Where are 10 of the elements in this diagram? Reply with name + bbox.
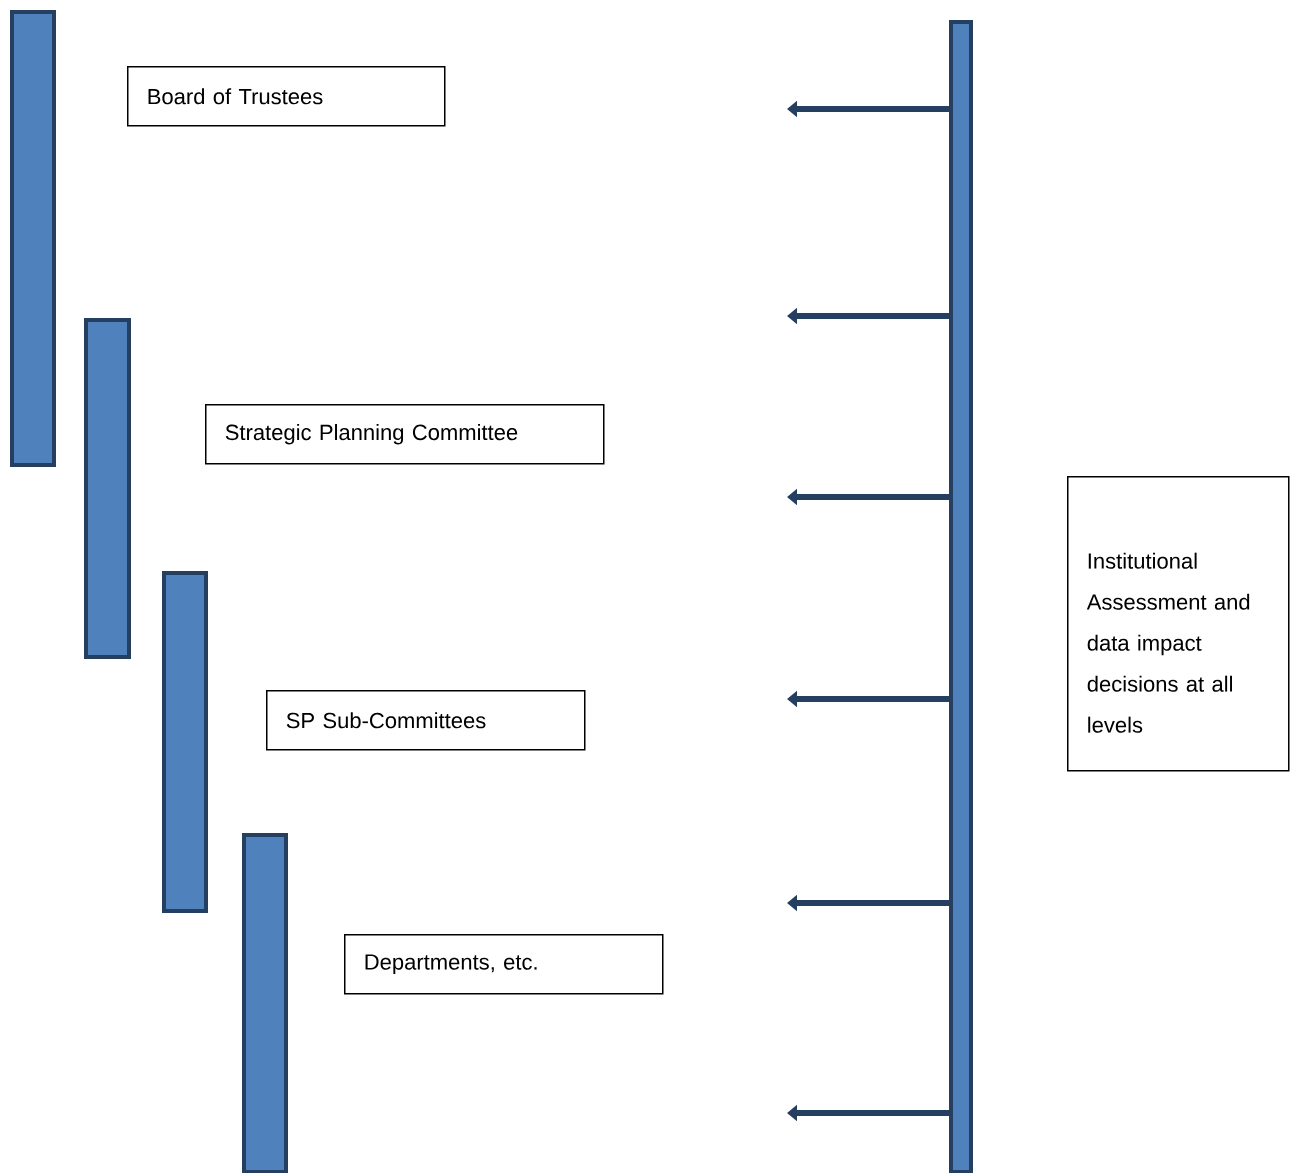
text-box: Strategic Planning Committee <box>205 404 605 465</box>
vertical-bar <box>162 571 208 913</box>
vertical-bar <box>84 318 131 659</box>
vertical-bar <box>949 20 973 1173</box>
vertical-bar <box>242 833 288 1173</box>
text-box: Institutional Assessment and data impact decisions at all levels <box>1067 476 1290 772</box>
text-box: Board of Trustees <box>127 66 446 127</box>
text-box: SP Sub-Committees <box>266 690 586 751</box>
text-box: Departments, etc. <box>344 934 664 995</box>
vertical-bar <box>10 10 56 467</box>
